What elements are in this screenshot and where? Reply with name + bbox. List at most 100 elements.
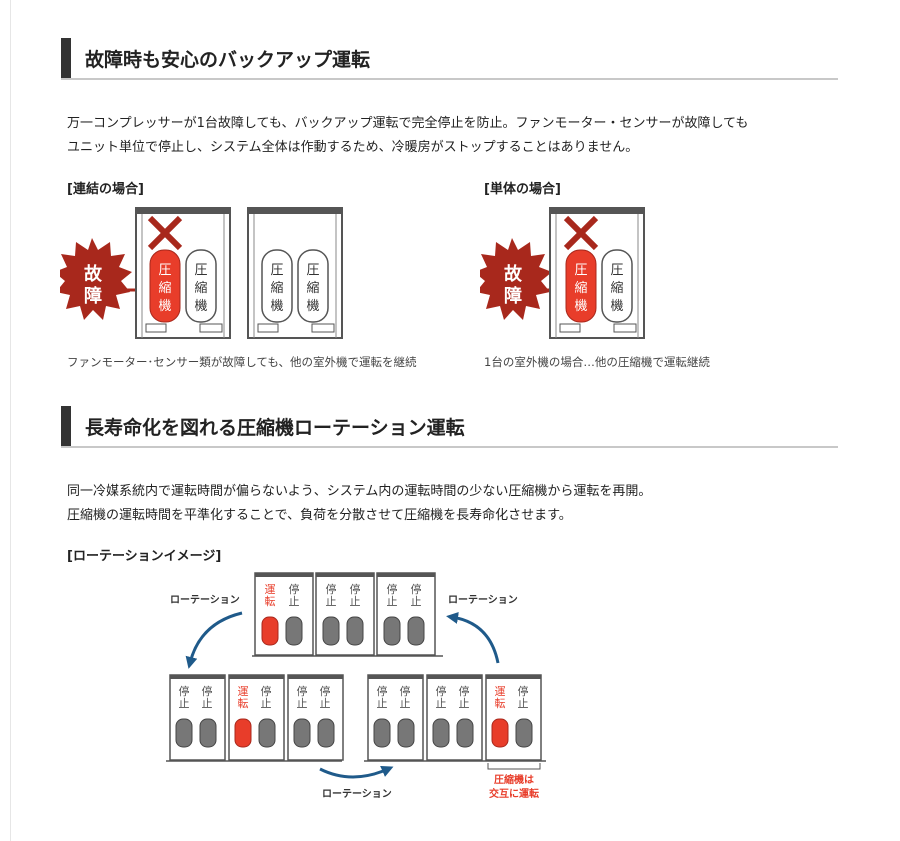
section-heading-rotation: 長寿命化を図れる圧縮機ローテーション運転 [61, 406, 838, 448]
svg-text:停: 停 [289, 582, 300, 596]
top-unit-3: 停 止 停 止 [376, 572, 436, 656]
fault-char-1: 故 [84, 263, 103, 285]
svg-text:止: 止 [326, 595, 337, 608]
svg-text:止: 止 [411, 595, 422, 608]
svg-text:圧: 圧 [194, 263, 207, 278]
svg-text:圧: 圧 [306, 263, 319, 278]
rotation-diagram: 運 転 停 止 停 止 停 止 停 止 停 止 停 止 停 止 [166, 572, 546, 800]
svg-text:停: 停 [518, 684, 529, 698]
svg-text:止: 止 [377, 697, 388, 710]
heading-bar [61, 38, 71, 78]
svg-text:停: 停 [350, 582, 361, 596]
compressor-failed [565, 249, 597, 323]
svg-text:停: 停 [297, 684, 308, 698]
svg-text:停: 停 [459, 684, 470, 698]
svg-text:障: 障 [504, 285, 522, 307]
svg-text:縮: 縮 [194, 280, 207, 296]
rotation-arrow-right [446, 612, 500, 664]
rotation-body-line1: 同一冷媒系統内で運転時間が偏らないよう、システム内の運転時間の少ない圧縮機から運… [67, 484, 652, 499]
note-line2: 交互に運転 [489, 787, 539, 800]
single-case-illustration: 故 障 圧 縮 機 圧 縮 機 [480, 207, 645, 339]
bottom-left-unit-3: 停 止 停 止 [287, 674, 344, 761]
backup-body-line1: 万一コンプレッサーが1台故障しても、バックアップ運転で完全停止を防止。ファンモー… [67, 116, 749, 131]
svg-text:故: 故 [504, 263, 523, 285]
rotation-body-line2: 圧縮機の運転時間を平準化することで、負荷を分散させて圧縮機を長寿命化させます。 [67, 508, 572, 523]
svg-text:停: 停 [326, 582, 337, 596]
svg-text:縮: 縮 [574, 280, 587, 296]
rotation-image-label: [ローテーションイメージ] [67, 549, 222, 564]
svg-text:止: 止 [289, 595, 300, 608]
svg-text:停: 停 [261, 684, 272, 698]
svg-text:転: 転 [265, 595, 276, 608]
rotation-label-left: ローテーション [170, 594, 240, 606]
rotation-label-right: ローテーション [448, 594, 518, 606]
svg-text:止: 止 [518, 697, 529, 710]
svg-text:縮: 縮 [610, 280, 623, 296]
svg-text:止: 止 [400, 697, 411, 710]
bottom-left-unit-1: 停 止 停 止 [169, 674, 226, 761]
bottom-left-unit-2: 運 転 停 止 [228, 674, 285, 761]
linked-case-illustration: 故 障 圧 縮 機 圧 縮 機 圧 縮 機 圧 縮 機 [60, 207, 343, 339]
svg-text:止: 止 [436, 697, 447, 710]
svg-text:機: 機 [158, 299, 171, 314]
single-case-caption: 1台の室外機の場合…他の圧縮機で運転継続 [484, 355, 710, 369]
svg-text:運: 運 [265, 583, 276, 596]
rotation-label-bottom: ローテーション [322, 788, 392, 800]
svg-text:運: 運 [495, 685, 506, 698]
svg-text:機: 機 [574, 299, 587, 314]
rotation-arrow-bottom [319, 765, 394, 779]
page-left-border [10, 0, 11, 841]
svg-text:止: 止 [320, 697, 331, 710]
svg-text:機: 機 [270, 299, 283, 314]
compressor-failed [149, 249, 181, 323]
top-unit-1: 運 転 停 止 [254, 572, 314, 656]
svg-text:停: 停 [202, 684, 213, 698]
svg-text:機: 機 [610, 299, 623, 314]
svg-text:止: 止 [179, 697, 190, 710]
bottom-right-unit-1: 停 止 停 止 [367, 674, 424, 761]
svg-text:停: 停 [411, 582, 422, 596]
svg-text:圧: 圧 [574, 263, 587, 278]
note-line1: 圧縮機は [494, 773, 534, 786]
bottom-right-unit-3: 運 転 停 止 [485, 674, 542, 761]
svg-text:縮: 縮 [270, 280, 283, 296]
svg-text:転: 転 [495, 697, 506, 710]
svg-text:止: 止 [350, 595, 361, 608]
linked-case-label: [連結の場合] [67, 182, 144, 197]
note-bracket [487, 763, 541, 770]
svg-text:機: 機 [306, 299, 319, 314]
heading-bar [61, 406, 71, 446]
svg-text:停: 停 [400, 684, 411, 698]
svg-text:止: 止 [459, 697, 470, 710]
svg-text:運: 運 [238, 685, 249, 698]
svg-text:止: 止 [387, 595, 398, 608]
top-unit-2: 停 止 停 止 [315, 572, 375, 656]
svg-text:転: 転 [238, 697, 249, 710]
svg-text:停: 停 [179, 684, 190, 698]
single-case-label: [単体の場合] [484, 182, 561, 197]
svg-text:止: 止 [297, 697, 308, 710]
svg-text:縮: 縮 [158, 280, 171, 296]
section-title-backup: 故障時も安心のバックアップ運転 [85, 49, 371, 71]
fault-char-2: 障 [84, 285, 102, 307]
bottom-right-unit-2: 停 止 停 止 [426, 674, 483, 761]
svg-text:止: 止 [261, 697, 272, 710]
svg-text:機: 機 [194, 299, 207, 314]
svg-text:圧: 圧 [270, 263, 283, 278]
linked-case-caption: ファンモーター･センサー類が故障しても、他の室外機で運転を継続 [67, 355, 417, 369]
compressor [601, 249, 633, 323]
svg-text:縮: 縮 [306, 280, 319, 296]
backup-body-line2: ユニット単位で停止し、システム全体は作動するため、冷暖房がストップすることはあり… [67, 140, 639, 155]
svg-text:圧: 圧 [610, 263, 623, 278]
svg-text:停: 停 [387, 582, 398, 596]
svg-text:停: 停 [377, 684, 388, 698]
section-heading-backup: 故障時も安心のバックアップ運転 [61, 38, 838, 80]
svg-text:圧: 圧 [158, 263, 171, 278]
svg-text:停: 停 [320, 684, 331, 698]
svg-text:停: 停 [436, 684, 447, 698]
compressor [261, 249, 293, 323]
svg-text:止: 止 [202, 697, 213, 710]
compressor [185, 249, 217, 323]
fault-starburst [60, 238, 132, 320]
fault-starburst [480, 238, 552, 320]
